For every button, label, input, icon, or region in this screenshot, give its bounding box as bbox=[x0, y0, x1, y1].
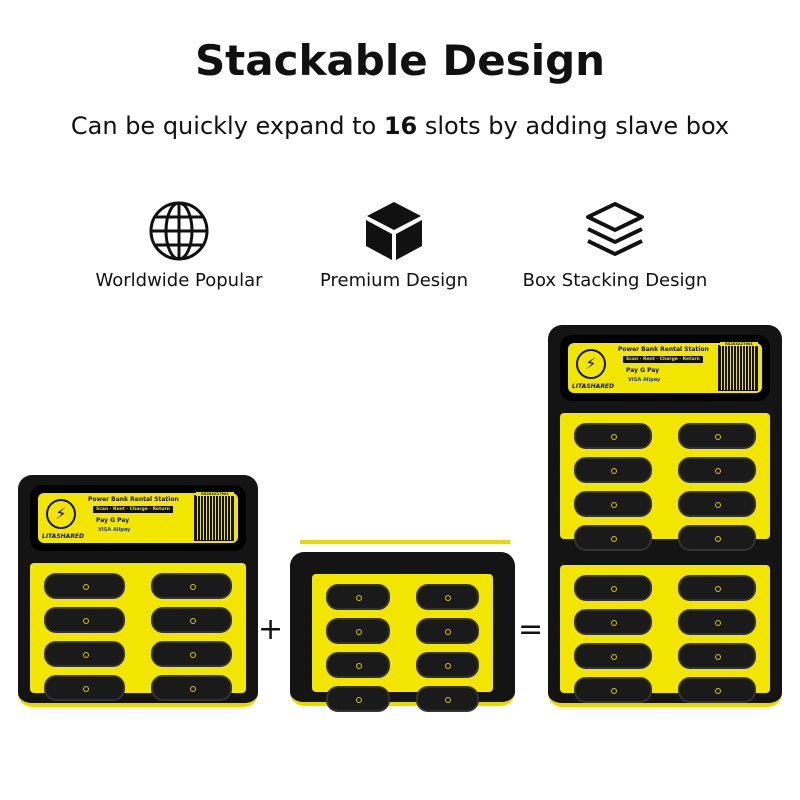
subtitle-text-end: slots by adding slave box bbox=[417, 112, 730, 140]
power-bank-slot bbox=[574, 643, 652, 669]
master-station: ⚡ LITASHARED Power Bank Rental Station S… bbox=[18, 475, 258, 707]
power-bank-slot bbox=[574, 457, 652, 483]
feature-label: Box Stacking Design bbox=[522, 270, 708, 291]
power-bank-slot bbox=[44, 607, 125, 633]
globe-icon bbox=[149, 201, 209, 261]
equals-sign: = bbox=[518, 612, 544, 647]
brand: LITASHARED bbox=[572, 383, 615, 390]
power-bank-slot bbox=[574, 491, 652, 517]
label-title: Power Bank Rental Station bbox=[88, 496, 179, 503]
power-bank-slot bbox=[151, 607, 232, 633]
stack-layers-icon bbox=[586, 202, 644, 256]
power-bank-slot bbox=[574, 423, 652, 449]
stacked-station: ⚡ LITASHARED Power Bank Rental Station S… bbox=[548, 325, 782, 707]
plus-sign: + bbox=[258, 612, 284, 647]
power-bank-slot bbox=[326, 618, 390, 644]
page-title: Stackable Design bbox=[194, 36, 606, 85]
power-bank-slot bbox=[574, 525, 652, 551]
power-bank-slot bbox=[574, 677, 652, 703]
subtitle-text: Can be quickly expand to bbox=[70, 112, 384, 140]
power-bank-slot bbox=[326, 584, 390, 610]
station-label: ⚡ LITASHARED Power Bank Rental Station S… bbox=[568, 342, 762, 393]
power-bank-slot bbox=[44, 573, 125, 599]
feature-label: Premium Design bbox=[320, 270, 468, 291]
power-bank-slot bbox=[415, 584, 479, 610]
power-bank-slot bbox=[678, 525, 756, 551]
power-bank-slot bbox=[574, 609, 652, 635]
power-bank-slot bbox=[678, 575, 756, 601]
label-title: Power Bank Rental Station bbox=[618, 346, 709, 353]
power-bank-slot bbox=[151, 641, 232, 667]
lightning-logo-icon: ⚡ bbox=[46, 499, 76, 529]
payment-methods-2: VISA Alipay bbox=[628, 377, 661, 383]
power-bank-slot bbox=[574, 575, 652, 601]
qr-code bbox=[194, 495, 234, 541]
slave-connector-pins bbox=[300, 540, 510, 558]
power-bank-slot bbox=[678, 643, 756, 669]
subtitle: Can be quickly expand to 16 slots by add… bbox=[0, 112, 800, 140]
feature-stacking: Box Stacking Design bbox=[505, 200, 725, 291]
lightning-logo-icon: ⚡ bbox=[576, 349, 606, 379]
slot-panel bbox=[560, 413, 770, 551]
power-bank-slot bbox=[678, 609, 756, 635]
power-bank-slot bbox=[415, 618, 479, 644]
power-bank-slot bbox=[415, 686, 479, 712]
power-bank-slot bbox=[415, 652, 479, 678]
power-bank-slot bbox=[44, 641, 125, 667]
power-bank-slot bbox=[678, 677, 756, 703]
payment-methods: Pay G Pay bbox=[626, 367, 660, 374]
feature-premium: Premium Design bbox=[284, 200, 504, 291]
qr-code bbox=[718, 345, 758, 391]
station-label: ⚡ LITASHARED Power Bank Rental Station S… bbox=[38, 492, 238, 543]
label-steps: Scan · Rent · Charge · Return bbox=[623, 356, 703, 363]
power-bank-slot bbox=[678, 457, 756, 483]
slot-panel bbox=[312, 574, 493, 712]
feature-worldwide: Worldwide Popular bbox=[69, 200, 289, 291]
power-bank-slot bbox=[678, 423, 756, 449]
feature-label: Worldwide Popular bbox=[95, 270, 263, 291]
power-bank-slot bbox=[678, 491, 756, 517]
power-bank-slot bbox=[151, 573, 232, 599]
qr-id: RS20XX27901 bbox=[720, 342, 758, 346]
slot-panel bbox=[30, 563, 246, 701]
cube-icon bbox=[366, 202, 422, 260]
slave-box bbox=[290, 552, 515, 712]
payment-methods-2: VISA Alipay bbox=[98, 527, 131, 533]
slot-panel bbox=[560, 565, 770, 703]
power-bank-slot bbox=[326, 652, 390, 678]
power-bank-slot bbox=[326, 686, 390, 712]
qr-id: RS20XX27901 bbox=[196, 492, 234, 496]
label-steps: Scan · Rent · Charge · Return bbox=[93, 506, 173, 513]
power-bank-slot bbox=[151, 675, 232, 701]
payment-methods: Pay G Pay bbox=[96, 517, 130, 524]
power-bank-slot bbox=[44, 675, 125, 701]
brand: LITASHARED bbox=[42, 533, 85, 540]
screen: ⚡ LITASHARED Power Bank Rental Station S… bbox=[560, 335, 770, 401]
slot-count: 16 bbox=[383, 112, 418, 140]
screen: ⚡ LITASHARED Power Bank Rental Station S… bbox=[30, 485, 246, 551]
